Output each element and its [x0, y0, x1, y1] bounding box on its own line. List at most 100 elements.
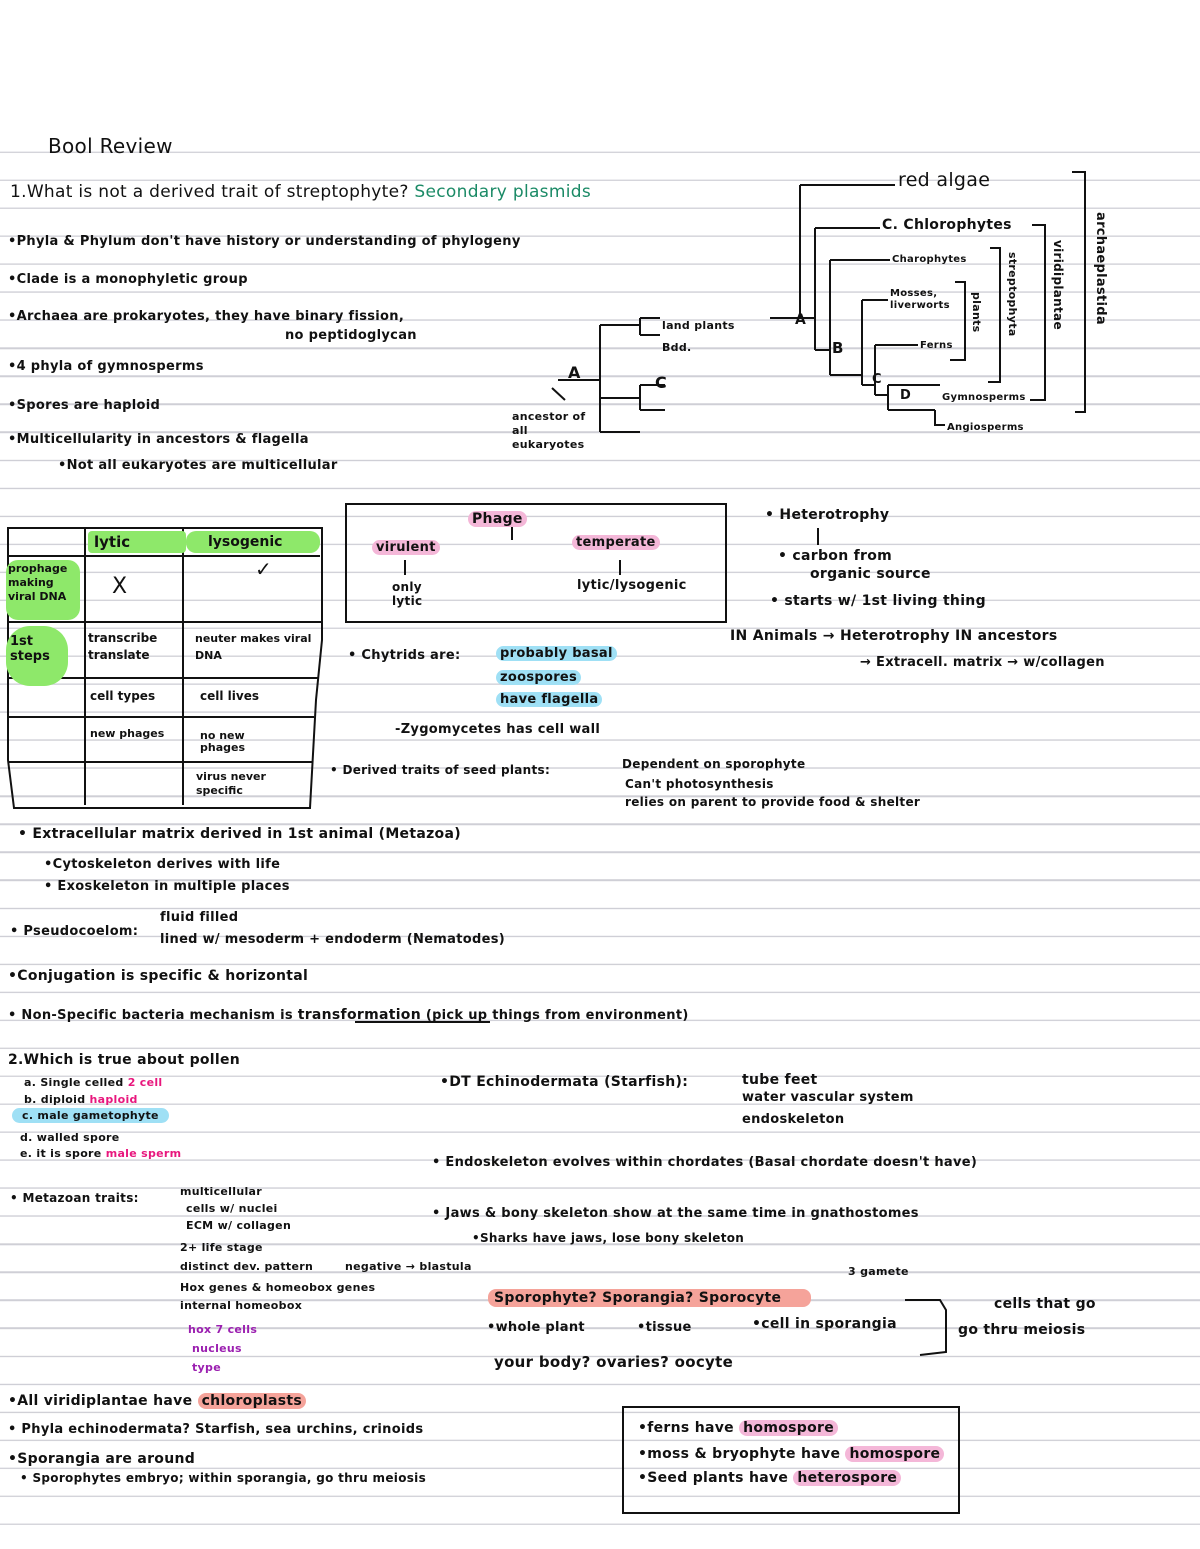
big-tree-leaf-chlorophytes: C. Chlorophytes: [882, 217, 1012, 233]
heterotrophy-title: • Heterotrophy: [765, 507, 890, 523]
heterotrophy-line-3: • starts w/ 1st living thing: [770, 593, 986, 609]
seed-plants-label: • Derived traits of seed plants:: [330, 763, 551, 777]
table-row-1-lytic: X: [112, 574, 128, 599]
big-tree-leaf-ferns: Ferns: [920, 340, 953, 351]
q2-question: 2.Which is true about pollen: [8, 1052, 241, 1068]
animals-line-2: → Extracell. matrix → w/collagen: [860, 655, 1105, 670]
top-margin: [0, 0, 1200, 125]
metazoan-item-5: distinct dev. pattern: [180, 1260, 314, 1273]
metazoan-item-6: Hox genes & homeobox genes: [180, 1281, 376, 1294]
echino-item-1: tube feet: [742, 1072, 818, 1088]
metazoan-item-1: multicellular: [180, 1185, 262, 1198]
page-title: Bool Review: [48, 134, 173, 158]
metazoan-purple-3: type: [192, 1361, 221, 1374]
table-row-4-lysogenic: no new phages: [200, 729, 246, 754]
sporangia-line-1: •Sporangia are around: [8, 1451, 196, 1467]
chytrids-item-3: have flagella: [496, 692, 603, 708]
table-row-3-lysogenic: cell lives: [200, 689, 259, 703]
chytrids-item-1: probably basal: [496, 646, 617, 662]
metazoan-item-7: internal homeobox: [180, 1299, 303, 1312]
q1-note-7: •Not all eukaryotes are multicellular: [58, 458, 338, 473]
life-cycle-col-2: •tissue: [637, 1320, 692, 1335]
pseudocoelom-line-2: lined w/ mesoderm + endoderm (Nematodes): [160, 932, 505, 947]
sporangium-note: 3 gamete: [848, 1265, 909, 1278]
spore-box-line-2: •moss & bryophyte have homospore: [638, 1446, 945, 1462]
chytrids-label: • Chytrids are:: [348, 648, 461, 663]
small-tree-leaf-land-plants: land plants: [662, 319, 735, 332]
small-tree-ancestor: ancestor of all eukaryotes: [512, 410, 586, 451]
table-row-3-lytic: cell types: [90, 689, 156, 703]
table-row-2-label: 1st steps: [6, 626, 68, 686]
q1-note-3: •Archaea are prokaryotes, they have bina…: [8, 309, 405, 324]
q1-question-text: 1.What is not a derived trait of strepto…: [10, 182, 409, 202]
life-cycle-col-3: •cell in sporangia: [752, 1316, 897, 1332]
chytrids-item-1-text: probably basal: [496, 646, 617, 661]
jaws-line-2: •Sharks have jaws, lose bony skeleton: [472, 1231, 745, 1245]
q2-option-e: e. it is spore male sperm: [20, 1146, 181, 1162]
big-tree-node-c: C: [872, 372, 882, 387]
phage-box: [345, 503, 727, 623]
metazoan-side: negative → blastula: [345, 1260, 472, 1273]
q2-option-a: a. Single celled 2 cell: [24, 1075, 163, 1091]
q2-option-c-text: c. male gametophyte: [12, 1108, 169, 1123]
q1-note-2: •Clade is a monophyletic group: [8, 272, 248, 287]
metazoan-purple-2: nucleus: [192, 1342, 242, 1355]
echino-label: •DT Echinodermata (Starfish):: [440, 1074, 689, 1090]
spore-box-line-3-term: heterospore: [793, 1470, 902, 1486]
phage-temperate-text: temperate: [572, 535, 660, 550]
small-tree-node-c: C: [655, 373, 668, 392]
phage-title-text: Phage: [468, 511, 527, 527]
small-tree-node-a: A: [568, 363, 581, 382]
jaws-line-1: • Jaws & bony skeleton show at the same …: [432, 1206, 919, 1221]
table-row-2-lytic: transcribe translate: [88, 631, 158, 662]
table-header-lysogenic: lysogenic: [186, 531, 320, 553]
table-row-5-lysogenic: virus never specific: [196, 770, 266, 797]
pseudocoelom-label: • Pseudocoelom:: [10, 924, 139, 939]
nonspecific-term: transformation: [297, 1007, 421, 1023]
spore-box-line-3-text: •Seed plants have: [638, 1470, 789, 1486]
q1-note-4: •4 phyla of gymnosperms: [8, 359, 204, 374]
phage-title: Phage: [468, 511, 527, 527]
heterotrophy-line-1: • carbon from: [778, 548, 893, 564]
big-tree-leaf-gymnosperms: Gymnosperms: [942, 392, 1026, 403]
echino-item-3: endoskeleton: [742, 1112, 845, 1127]
q2-option-b-text: b. diploid: [24, 1093, 86, 1106]
ecm-line-3: • Exoskeleton in multiple places: [44, 879, 290, 894]
metazoan-item-2: cells w/ nuclei: [186, 1202, 278, 1215]
life-cycle-col-1: •whole plant: [487, 1320, 585, 1335]
big-tree-leaf-angiosperms: Angiosperms: [947, 422, 1024, 433]
viridiplantae-prefix: •All viridiplantae have: [8, 1393, 193, 1409]
chytrids-item-3-text: have flagella: [496, 692, 603, 707]
life-cycle-chain: Sporophyte? Sporangia? Sporocyte: [488, 1289, 812, 1307]
ecm-line-2: •Cytoskeleton derives with life: [44, 857, 281, 872]
q1-note-6: •Multicellularity in ancestors & flagell…: [8, 432, 309, 447]
q2-option-c: c. male gametophyte: [12, 1108, 169, 1124]
viridiplantae-note: •All viridiplantae have chloroplasts: [8, 1393, 307, 1409]
big-tree-leaf-charophytes: Charophytes: [892, 254, 967, 265]
bracket-archaeplastida: archaeplastida: [1093, 212, 1108, 325]
bracket-viridiplantae: viridiplantae: [1051, 240, 1065, 330]
seed-plants-item-3: relies on parent to provide food & shelt…: [625, 795, 921, 809]
ecm-line-1: • Extracellular matrix derived in 1st an…: [18, 826, 461, 842]
spore-box-line-2-term: homospore: [845, 1446, 945, 1462]
zygomycetes-note: -Zygomycetes has cell wall: [395, 722, 601, 737]
spore-box-line-1: •ferns have homospore: [638, 1420, 839, 1436]
table-row-2-lysogenic: neuter makes viral DNA: [195, 632, 312, 662]
conjugation-note: •Conjugation is specific & horizontal: [8, 968, 309, 984]
q2-option-b-note: haploid: [89, 1093, 138, 1106]
q1-answer: Secondary plasmids: [414, 182, 591, 202]
big-tree-node-b: B: [832, 339, 844, 357]
big-tree-leaf-red-algae: red algae: [898, 169, 991, 191]
table-header-lytic: lytic: [88, 531, 186, 553]
phage-temperate-result: lytic/lysogenic: [577, 578, 687, 593]
q2-option-a-text: a. Single celled: [24, 1076, 124, 1089]
metazoan-item-4: 2+ life stage: [180, 1241, 263, 1254]
table-header-lysogenic-text: lysogenic: [208, 534, 283, 550]
chytrids-item-2-text: zoospores: [496, 670, 582, 685]
metazoan-item-3: ECM w/ collagen: [186, 1219, 292, 1232]
table-row-1-label-text: prophage making viral DNA: [8, 562, 68, 603]
small-tree-leaf-bdd: Bdd.: [662, 341, 692, 354]
q1-note-3b: no peptidoglycan: [285, 328, 417, 343]
metazoan-label: • Metazoan traits:: [10, 1191, 139, 1205]
